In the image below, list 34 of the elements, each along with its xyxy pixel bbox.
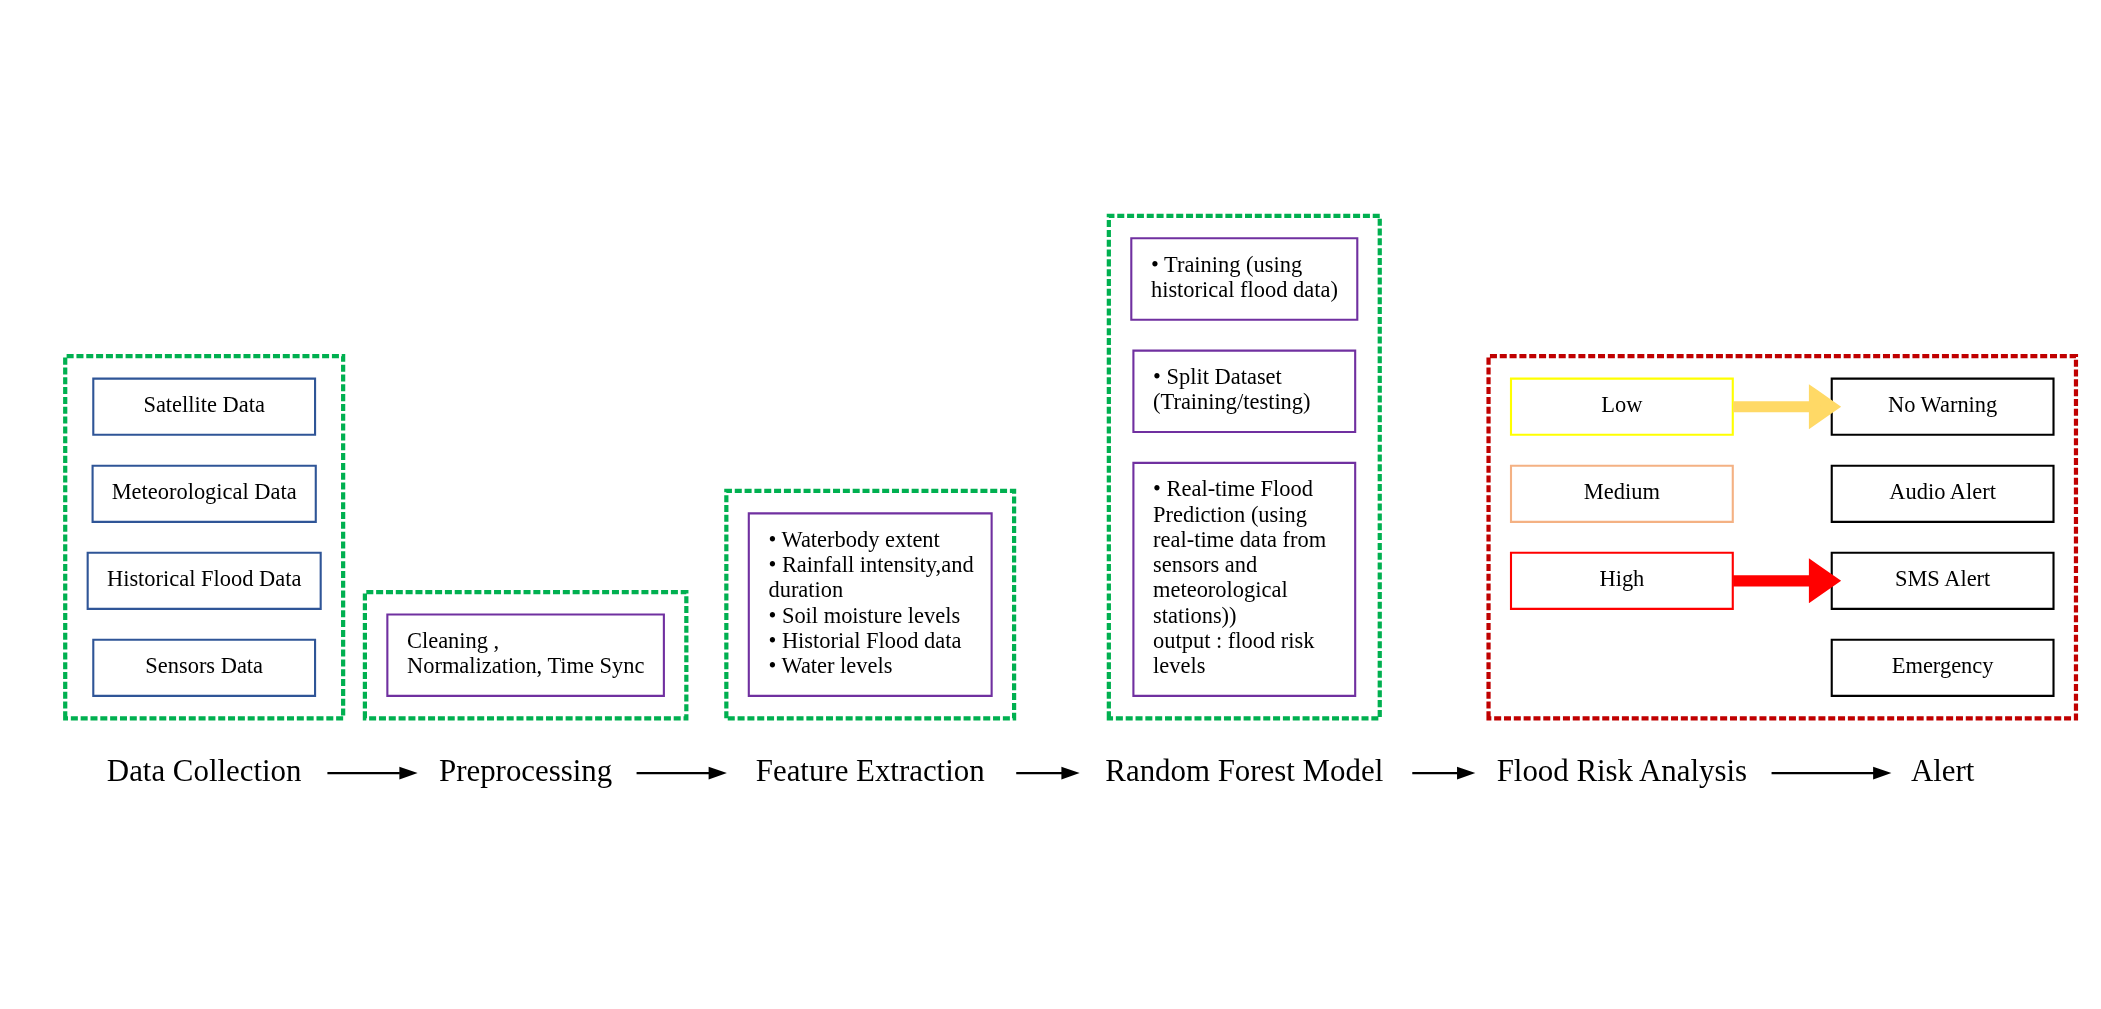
cluster bbox=[724, 488, 1017, 720]
node-box: SMS Alert bbox=[1830, 551, 2055, 610]
node-box: Audio Alert bbox=[1830, 464, 2055, 523]
node-text: Feature Extraction bbox=[755, 752, 985, 788]
arrow bbox=[1771, 766, 1892, 779]
node-box: No Warning bbox=[1830, 377, 2055, 436]
node-box: High bbox=[1509, 551, 1734, 610]
node-box: • Split Dataset (Training/testing) bbox=[1132, 349, 1357, 433]
node-box: Medium bbox=[1509, 464, 1734, 523]
node-box: Meteorological Data bbox=[91, 464, 317, 523]
node-text: Alert bbox=[1910, 752, 1975, 788]
node-box: Historical Flood Data bbox=[86, 551, 322, 610]
node-text: Flood Risk Analysis bbox=[1496, 752, 1748, 788]
node-box: • Waterbody extent • Rainfall intensity,and duration • Soil moisture levels • Historial Flood data • Water levels bbox=[747, 511, 993, 697]
node-box: Satellite Data bbox=[92, 377, 317, 436]
cluster bbox=[362, 589, 689, 720]
node-text: Data Collection bbox=[106, 752, 302, 788]
arrow bbox=[1733, 557, 1842, 603]
node-box: • Real-time Flood Prediction (using real-time data from sensors and meteorological stations)) output : flood risk levels bbox=[1132, 461, 1357, 697]
arrow bbox=[327, 766, 418, 779]
arrow bbox=[1412, 766, 1476, 779]
node-text: Random Forest Model bbox=[1105, 752, 1384, 788]
arrow bbox=[636, 766, 727, 779]
cluster bbox=[1486, 353, 2079, 720]
node-box: • Training (using historical flood data) bbox=[1130, 236, 1359, 321]
node-box: Cleaning , Normalization, Time Sync bbox=[386, 612, 665, 697]
arrow bbox=[1733, 383, 1842, 429]
node-box: Low bbox=[1509, 377, 1734, 436]
node-box: Emergency bbox=[1830, 638, 2055, 697]
arrow bbox=[1016, 766, 1080, 779]
cluster bbox=[63, 353, 346, 720]
cluster bbox=[1106, 213, 1382, 720]
node-box: Sensors Data bbox=[92, 638, 317, 697]
node-text: Preprocessing bbox=[439, 752, 613, 788]
